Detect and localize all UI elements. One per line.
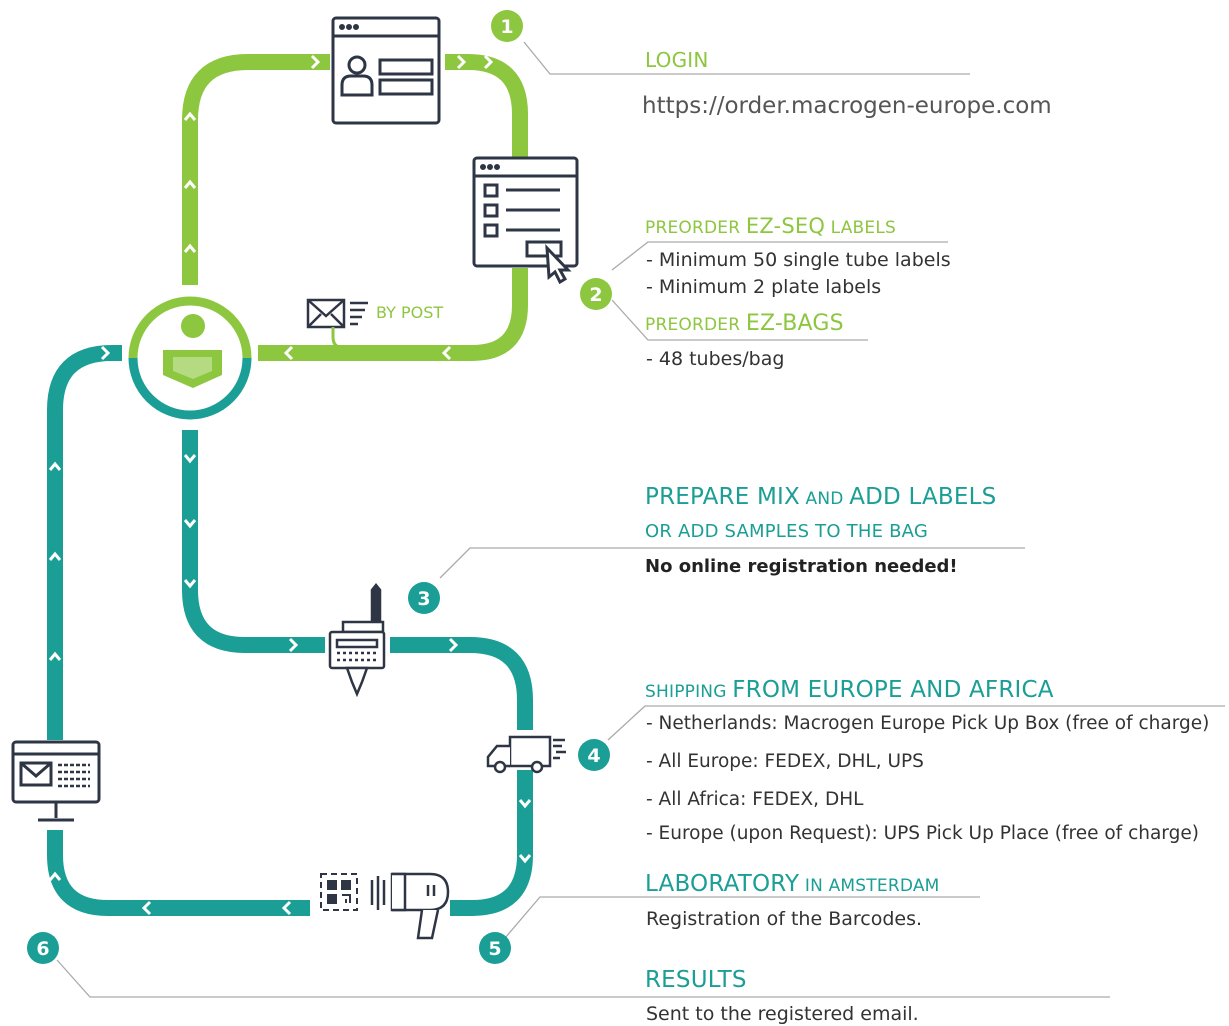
- prepare-title-c: ADD LABELS: [849, 484, 997, 510]
- preorder-bags-item-1: - 48 tubes/bag: [646, 348, 785, 370]
- preorder-labels-item-2: - Minimum 2 plate labels: [646, 276, 882, 298]
- results-title: RESULTS: [645, 967, 747, 993]
- step-4-number: 4: [587, 745, 600, 767]
- prepare-title: PREPARE MIX AND ADD LABELS: [645, 484, 996, 510]
- laboratory-title: LABORATORY IN AMSTERDAM: [645, 871, 940, 897]
- step-badges: [27, 10, 612, 964]
- by-post-label: BY POST: [376, 303, 444, 322]
- step-6-number: 6: [36, 938, 49, 960]
- preorder-labels-item-1: - Minimum 50 single tube labels: [646, 249, 951, 271]
- printer-icon: [328, 582, 386, 698]
- shipping-item-2: - All Europe: FEDEX, DHL, UPS: [646, 751, 924, 772]
- barcode-scanner-icon: [370, 872, 450, 940]
- laboratory-suffix: IN AMSTERDAM: [799, 876, 940, 896]
- shipping-item-4: - Europe (upon Request): UPS Pick Up Pla…: [646, 823, 1199, 844]
- shipping-item-3: - All Africa: FEDEX, DHL: [646, 789, 864, 810]
- monitor-email-icon: [11, 740, 101, 822]
- step-2-number: 2: [589, 284, 602, 306]
- laboratory-main: LABORATORY: [645, 871, 800, 897]
- preorder-bags-title: PREORDER EZ-BAGS: [645, 311, 844, 336]
- preorder-labels-suffix: LABELS: [825, 218, 897, 238]
- login-title: LOGIN: [645, 48, 709, 72]
- preorder-labels-product: EZ-SEQ: [745, 214, 826, 238]
- checklist-browser-icon: [472, 156, 579, 285]
- preorder-labels-prefix: PREORDER: [645, 218, 746, 238]
- post-connector: [331, 327, 345, 350]
- browser-login-icon: [331, 16, 441, 125]
- shipping-main: FROM EUROPE AND AFRICA: [732, 677, 1054, 703]
- shipping-title: SHIPPING FROM EUROPE AND AFRICA: [645, 677, 1054, 703]
- user-icon: [128, 296, 252, 420]
- green-chevrons: [183, 54, 494, 361]
- preorder-bags-product: EZ-BAGS: [745, 311, 844, 336]
- prepare-title-b: AND: [799, 489, 850, 509]
- laboratory-text: Registration of the Barcodes.: [646, 908, 923, 930]
- login-url: https://order.macrogen-europe.com: [642, 93, 1052, 119]
- shipping-prefix: SHIPPING: [645, 682, 733, 702]
- envelope-icon: [306, 298, 368, 329]
- prepare-title-a: PREPARE MIX: [645, 484, 800, 510]
- qr-code-icon: [320, 873, 358, 911]
- shipping-item-1: - Netherlands: Macrogen Europe Pick Up B…: [646, 713, 1210, 734]
- teal-chevrons: [48, 345, 532, 916]
- prepare-note: No online registration needed!: [645, 556, 958, 577]
- results-text: Sent to the registered email.: [646, 1003, 919, 1025]
- leader-lines: [56, 41, 1225, 998]
- step-1-number: 1: [500, 16, 513, 38]
- preorder-labels-title: PREORDER EZ-SEQ LABELS: [645, 214, 896, 238]
- preorder-bags-prefix: PREORDER: [645, 315, 746, 335]
- step-3-number: 3: [417, 588, 430, 610]
- teal-loop-path: [47, 345, 533, 916]
- step-5-number: 5: [488, 938, 501, 960]
- delivery-truck-icon: [486, 735, 566, 774]
- prepare-subtitle: OR ADD SAMPLES TO THE BAG: [645, 521, 928, 542]
